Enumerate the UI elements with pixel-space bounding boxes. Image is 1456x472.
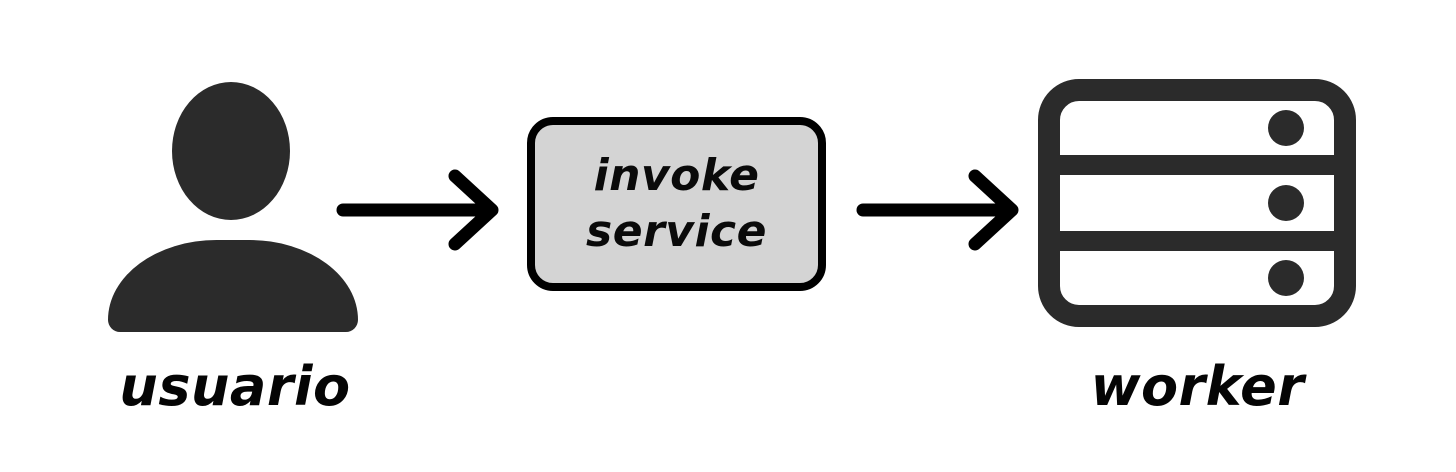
- arrow-head: [448, 169, 499, 251]
- process-label-line-2: service: [586, 206, 767, 257]
- server-icon: [1038, 79, 1356, 327]
- node-label-worker: worker: [1090, 355, 1305, 418]
- arrow-usuario-to-process: [335, 160, 510, 260]
- server-light-1: [1268, 110, 1304, 146]
- user-head-shape: [172, 82, 290, 220]
- arrow-process-to-worker: [855, 160, 1030, 260]
- user-icon: [108, 82, 358, 332]
- node-label-usuario: usuario: [119, 355, 351, 418]
- process-label-line-1: invoke: [593, 149, 760, 201]
- user-body-shape: [108, 240, 358, 332]
- server-light-2: [1268, 185, 1304, 221]
- process-box-invoke-service[interactable]: invoke service: [527, 117, 826, 291]
- arrow-head: [968, 169, 1019, 251]
- server-frame: [1038, 79, 1356, 327]
- server-light-3: [1268, 260, 1304, 296]
